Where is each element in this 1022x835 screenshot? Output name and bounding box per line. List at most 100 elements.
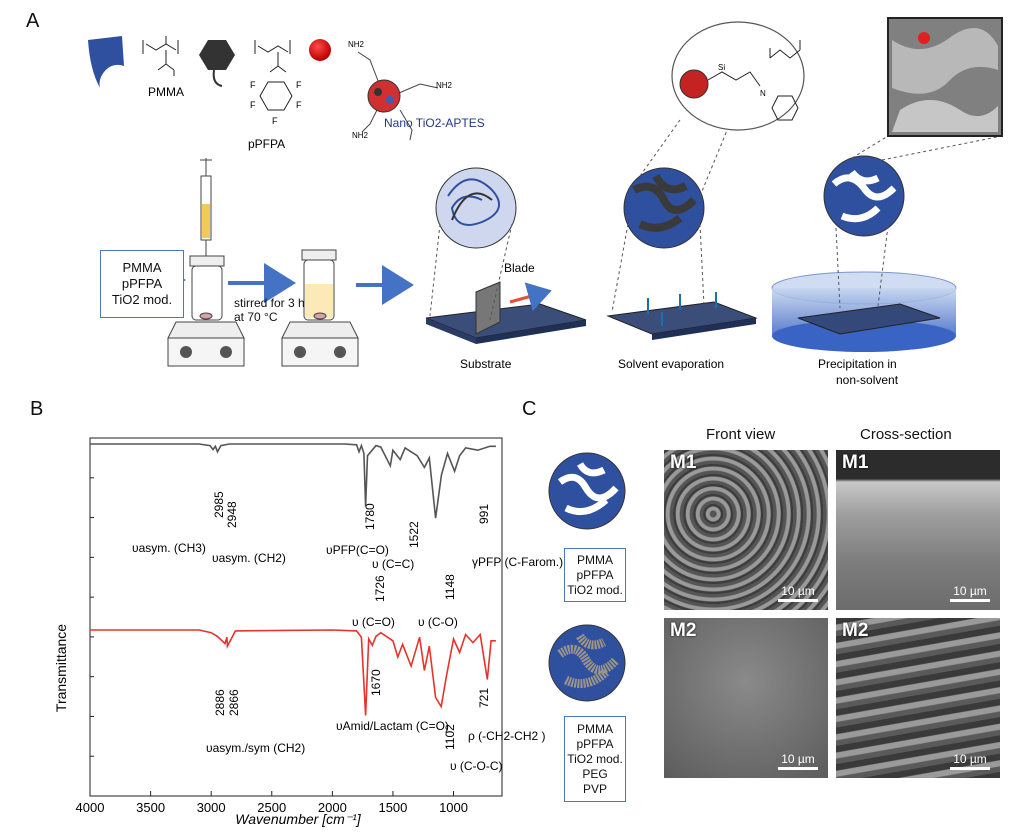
spectrum-line-1 (90, 443, 496, 519)
x-tick-label: 1500 (378, 800, 407, 815)
pmma-label: PMMA (148, 85, 184, 99)
sem-tag-m1-cross: M1 (842, 452, 869, 473)
sem-tag-m2-front: M2 (670, 620, 697, 641)
svg-text:F: F (250, 80, 256, 90)
tio2-label: Nano TiO2-APTES (384, 116, 485, 130)
vial-2-icon (301, 249, 337, 321)
ftir-chart: 4000 3500 3000 2500 2000 1500 1000 Transmittan… (53, 437, 563, 827)
stirrer-1-icon (167, 321, 245, 367)
stirrer-2-icon (281, 321, 359, 367)
m1-line-2: pPFPA (576, 567, 614, 582)
syringe-icon (200, 158, 212, 258)
svg-text:Si: Si (718, 63, 725, 72)
scale-bar: 10 µm (778, 584, 818, 602)
nh2-label-3: NH2 (352, 131, 369, 140)
spectrum-line-2 (90, 629, 496, 716)
m1-line-1: PMMA (577, 552, 613, 567)
blade-icon (475, 281, 501, 335)
y-axis-label: Transmittance (53, 624, 69, 712)
ppfpa-structure (254, 40, 293, 111)
step-evaporation-label: Solvent evaporation (618, 357, 724, 371)
x-axis-label: Wavenumber [cm⁻¹] (235, 811, 361, 827)
step-precipitation-label-1: Precipitation in (818, 357, 897, 371)
peak-label: 1780 (363, 503, 377, 530)
mode-label: υasym. (CH2) (212, 551, 286, 565)
pmma-structure (142, 36, 179, 76)
mode-label: υasym./sym (CH2) (206, 741, 305, 755)
svg-text:F: F (296, 80, 302, 90)
m2-line-4: PEG (582, 766, 608, 781)
scale-bar: 10 µm (950, 752, 990, 770)
sem-m1-front: M1 10 µm (664, 450, 828, 610)
x-tick-label: 4000 (76, 800, 105, 815)
scale-bar: 10 µm (950, 584, 990, 602)
stir-line-1: stirred for 3 h (234, 296, 305, 310)
m2-composition-box: PMMA pPFPA TiO2 mod. PEG PVP (564, 716, 626, 802)
col-header-cross: Cross-section (860, 426, 952, 443)
x-tick-label: 1000 (439, 800, 468, 815)
peak-label: 2948 (225, 501, 239, 528)
m2-line-1: PMMA (577, 721, 613, 736)
stir-condition-text: stirred for 3 h at 70 °C (234, 296, 305, 324)
sem-tag-m2-cross: M2 (842, 620, 869, 641)
peak-label: 1670 (369, 669, 383, 696)
col-header-front: Front view (706, 426, 776, 443)
sem-m2-front: M2 10 µm (664, 618, 828, 778)
peak-label: 2985 (212, 491, 226, 518)
peak-label: 1102 (443, 724, 457, 750)
mode-label: γPFP (C-Farom.) (472, 555, 563, 569)
m1-composition-box: PMMA pPFPA TiO2 mod. (564, 548, 626, 602)
plot-area (89, 437, 503, 797)
mode-label: υ (C=C) (372, 557, 414, 571)
peak-label: 1522 (407, 521, 421, 548)
peak-label: 721 (477, 688, 491, 708)
tio2-red-ball-icon (309, 39, 331, 61)
precipitation-dish (771, 271, 957, 352)
stir-line-2: at 70 °C (234, 310, 278, 324)
pmma-ribbon-icon (88, 36, 124, 88)
m2-line-2: pPFPA (576, 736, 614, 751)
ppfpa-label: pPFPA (248, 137, 285, 151)
m1-line-3: TiO2 mod. (567, 582, 623, 597)
step-substrate-label: Substrate (460, 357, 512, 371)
inset-sem-image (887, 17, 1003, 137)
peak-label: 991 (477, 504, 491, 524)
box-line-1: PMMA (122, 260, 162, 275)
box-line-3: TiO2 mod. (111, 292, 173, 307)
chart-frame (89, 437, 503, 797)
svg-text:F: F (272, 116, 278, 126)
panel-c-letter: C (522, 398, 537, 420)
tio2-aptes-particle (357, 51, 439, 141)
m2-morphology-circle (548, 624, 626, 702)
x-tick-label: 2000 (318, 800, 347, 815)
scale-bar: 10 µm (778, 752, 818, 770)
mode-label: υ (C=O) (352, 615, 395, 629)
mode-label: υAmid/Lactam (C=O) (336, 719, 449, 733)
panel-b-letter: B (30, 398, 44, 420)
x-tick-label: 2500 (257, 800, 286, 815)
sem-tag-m1-front: M1 (670, 452, 697, 473)
peak-label: 1726 (373, 575, 387, 602)
chart-lines (90, 443, 496, 716)
mode-label: υPFP(C=O) (326, 543, 389, 557)
x-tick-label: 3500 (136, 800, 165, 815)
nh2-label-2: NH2 (436, 81, 453, 90)
svg-text:F: F (250, 100, 256, 110)
mode-label: ρ (-CH2-CH2 ) (468, 729, 546, 743)
svg-text:N: N (760, 89, 766, 98)
x-tick-label: 3000 (197, 800, 226, 815)
blade-label: Blade (504, 261, 535, 275)
mode-label: υ (C-O-C) (450, 759, 503, 773)
mode-label: υ (C-O) (418, 615, 458, 629)
m2-line-3: TiO2 mod. (567, 751, 623, 766)
substrate-plate (425, 303, 587, 344)
mode-label: υasym. (CH3) (132, 541, 206, 555)
ppfpa-hexagon-icon (199, 40, 235, 70)
peak-label: 1148 (443, 574, 457, 600)
svg-text:F: F (296, 100, 302, 110)
step-precipitation-label-2: non-solvent (836, 373, 899, 387)
m1-morphology-circle (548, 452, 626, 530)
panel-a-letter: A (26, 10, 40, 32)
